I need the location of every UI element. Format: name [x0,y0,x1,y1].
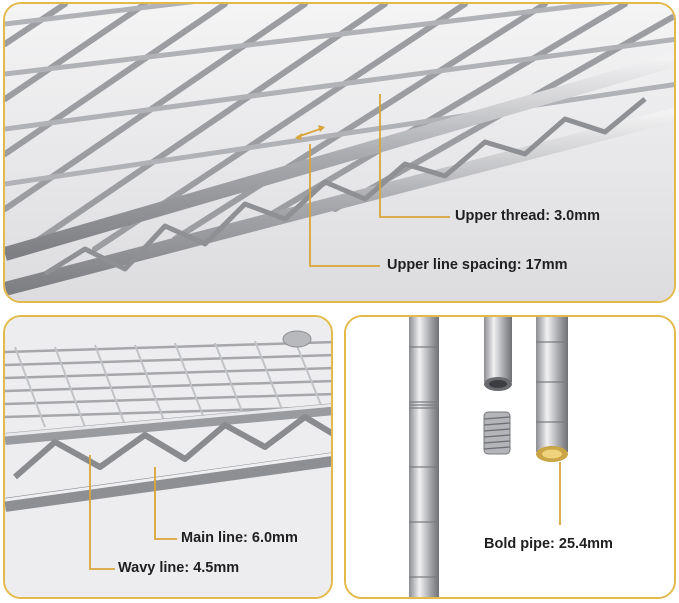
open-pipe [536,317,568,462]
pipe-panel: Bold pipe: 25.4mm [344,315,676,599]
front-edge-bars [5,52,674,296]
bold-pipe-label: Bold pipe: 25.4mm [484,536,613,552]
thread-insert [483,411,511,455]
wavy-line-label: Wavy line: 4.5mm [118,560,240,576]
long-pipe [409,317,439,597]
wire-shelf-illustration [5,4,674,301]
pipe-illustration [346,317,674,597]
upper-line-spacing-label: Upper line spacing: 17mm [387,257,568,273]
short-pipe [484,317,512,391]
shelf-grid-panel: Upper thread: 3.0mm Upper line spacing: … [3,2,676,303]
main-line-label: Main line: 6.0mm [181,530,298,546]
shelf-edge-panel: Main line: 6.0mm Wavy line: 4.5mm [3,315,333,599]
shelf-edge-illustration [5,317,331,597]
wavy-wire [13,414,331,480]
upper-thread-label: Upper thread: 3.0mm [455,208,601,224]
